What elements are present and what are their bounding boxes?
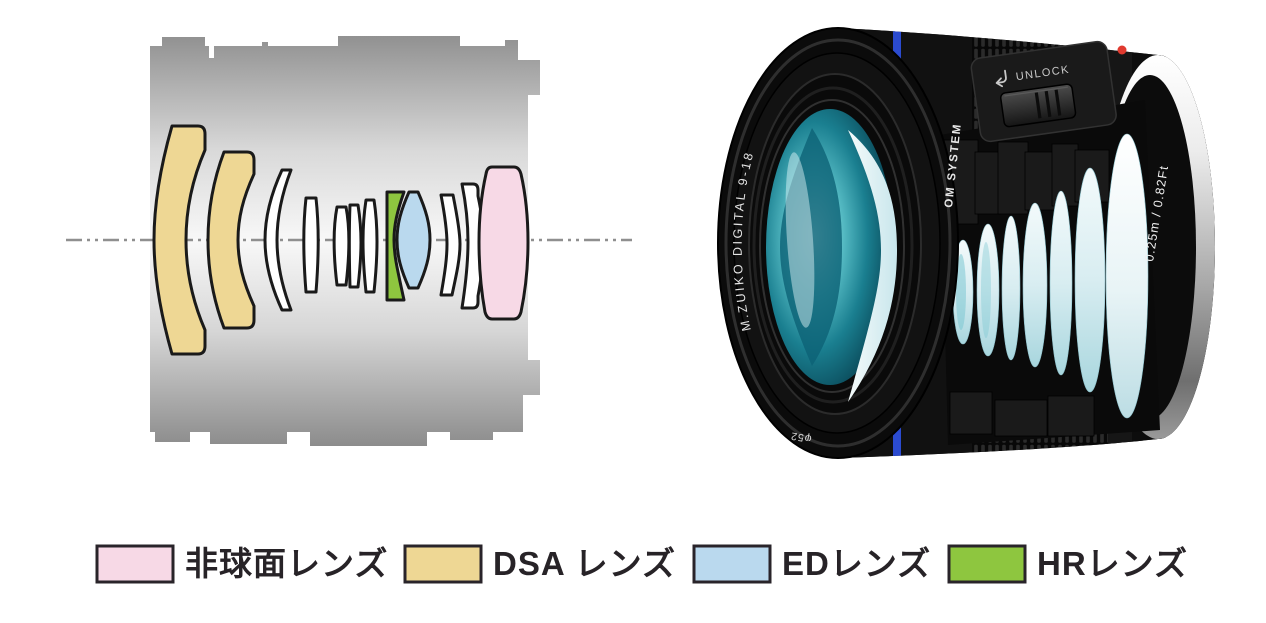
lens-element-hr <box>385 190 406 302</box>
front-ring-assembly: M.ZUIKO DIGITAL 9-18 φ52 <box>717 27 959 459</box>
cutaway-glass-stack <box>952 133 1149 419</box>
lens-element-dsa-2 <box>206 150 256 330</box>
lens-element-dsa-1 <box>152 124 207 356</box>
lens-cross-section-diagram <box>66 36 632 446</box>
unlock-arrow-icon <box>995 69 1007 88</box>
red-index-dot <box>1117 45 1127 55</box>
front-cut-section <box>848 130 897 402</box>
filter-diameter-text: φ52 <box>789 429 812 445</box>
lens-element-6 <box>347 203 363 289</box>
front-inner-element <box>780 128 842 366</box>
lens-element-aspherical <box>477 165 530 321</box>
unlock-switch: UNLOCK <box>970 40 1117 143</box>
cutaway-mechanics <box>943 139 1110 437</box>
lens-element-5 <box>332 205 351 287</box>
lens-element-7 <box>361 198 379 294</box>
lens-element-10 <box>439 193 462 297</box>
lens-cutaway-photo: M.ZUIKO DIGITAL 9-18 φ52 OM SYSTEM UNLOC… <box>717 27 1215 459</box>
lens-element-3 <box>263 168 293 312</box>
lens-element-4 <box>302 196 320 294</box>
lens-element-ed <box>395 190 432 290</box>
